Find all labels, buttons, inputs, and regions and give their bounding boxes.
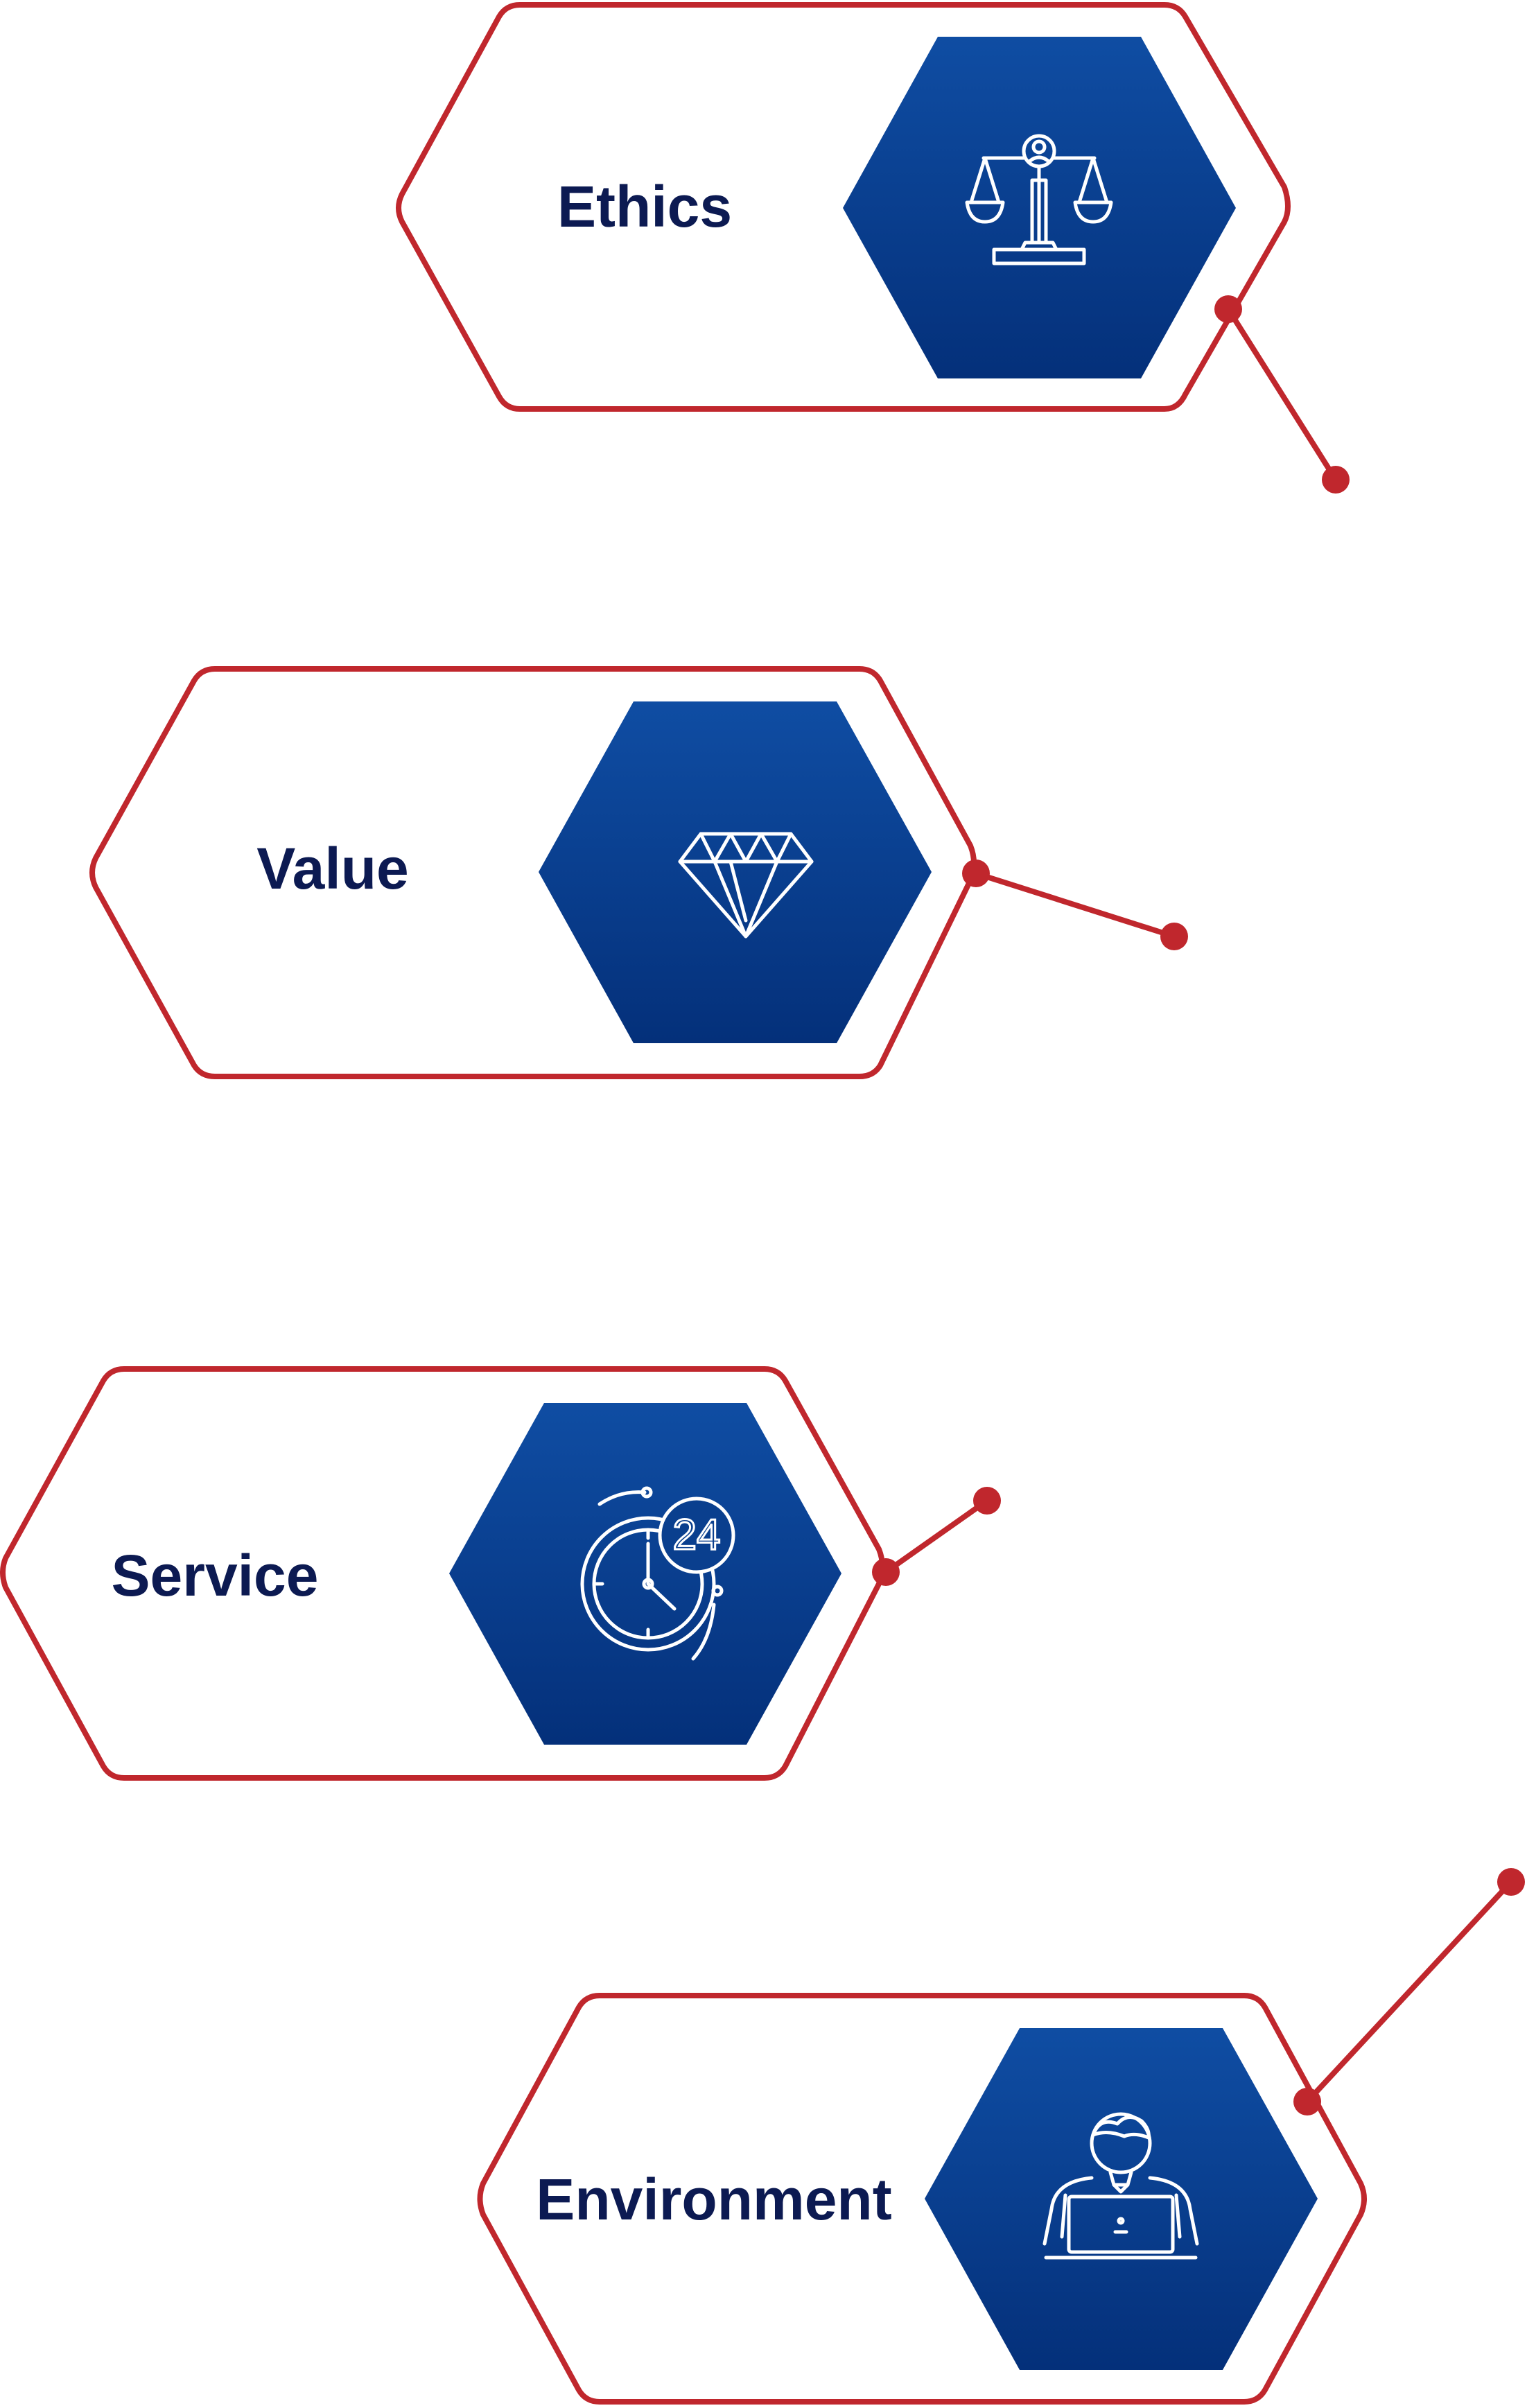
connector-line bbox=[1225, 306, 1338, 482]
icon-hexagon bbox=[449, 1403, 841, 1745]
clock-24-hours-icon bbox=[580, 1486, 735, 1661]
connector-end-dot bbox=[1322, 466, 1350, 494]
person-at-laptop-icon bbox=[1042, 2112, 1199, 2260]
connector-start-dot bbox=[962, 860, 990, 887]
value-label-value: Value bbox=[256, 836, 408, 901]
diamond-icon bbox=[678, 832, 814, 939]
connector-line bbox=[1305, 1879, 1514, 2104]
icon-hexagon bbox=[925, 2028, 1318, 2370]
value-label-environment: Environment bbox=[536, 2167, 891, 2232]
connector-end-dot bbox=[1497, 1868, 1525, 1896]
connector-end-dot bbox=[973, 1487, 1001, 1515]
scales-of-justice-person-icon bbox=[965, 134, 1113, 265]
connector-start-dot bbox=[1214, 295, 1242, 323]
connector-start-dot bbox=[1293, 2088, 1321, 2115]
value-label-service: Service bbox=[112, 1543, 319, 1608]
hours-badge-text: 24 bbox=[673, 1511, 721, 1559]
value-card-service: Service 24 bbox=[0, 1366, 1001, 1781]
value-card-environment: Environment bbox=[477, 1868, 1525, 2405]
connector-line bbox=[973, 871, 1177, 939]
value-label-ethics: Ethics bbox=[557, 174, 732, 239]
connector-end-dot bbox=[1160, 923, 1188, 950]
connector-start-dot bbox=[872, 1558, 900, 1586]
value-card-ethics: Ethics bbox=[396, 2, 1350, 494]
value-card-value: Value bbox=[89, 666, 1188, 1079]
connector-line bbox=[883, 1498, 990, 1575]
